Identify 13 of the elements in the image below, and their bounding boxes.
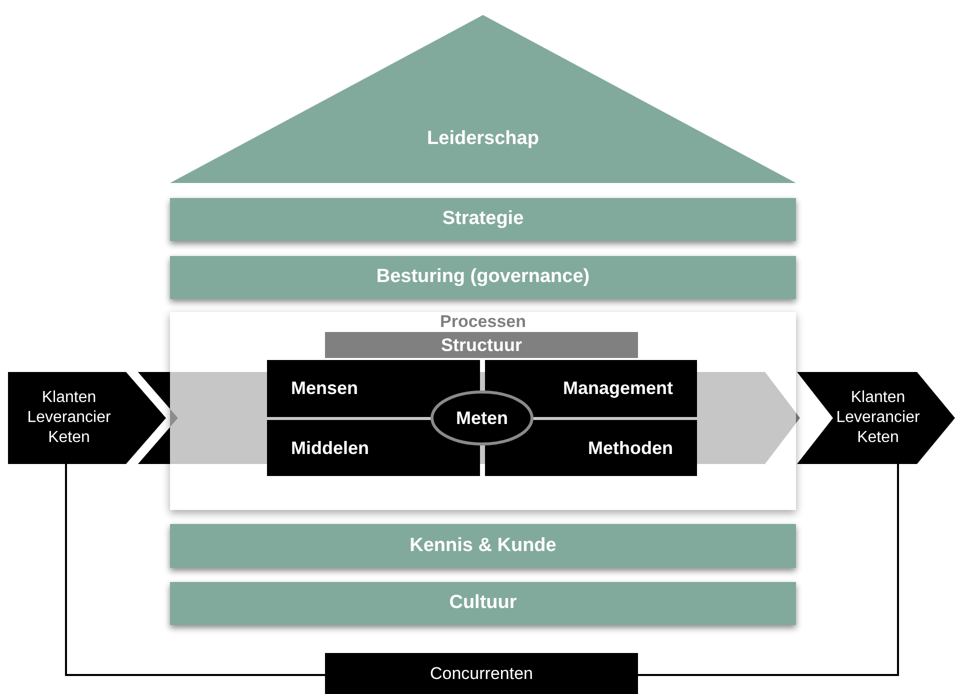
layer-bar: Besturing (governance) <box>170 256 796 299</box>
structure-bar: Structuur <box>325 332 638 358</box>
connector-line <box>638 464 899 676</box>
layer-bar: Kennis & Kunde <box>170 524 796 568</box>
layer-bar: Strategie <box>170 198 796 241</box>
layer-bar: Cultuur <box>170 582 796 625</box>
roof-label: Leiderschap <box>427 126 539 150</box>
competitor-box: Concurrenten <box>325 653 638 694</box>
connector-line <box>65 464 325 676</box>
process-panel <box>170 312 796 510</box>
chevron-label: Klanten Leverancier Keten <box>26 388 112 448</box>
panel-heading: Processen <box>440 312 526 332</box>
chevron-label: Klanten Leverancier Keten <box>835 388 921 448</box>
